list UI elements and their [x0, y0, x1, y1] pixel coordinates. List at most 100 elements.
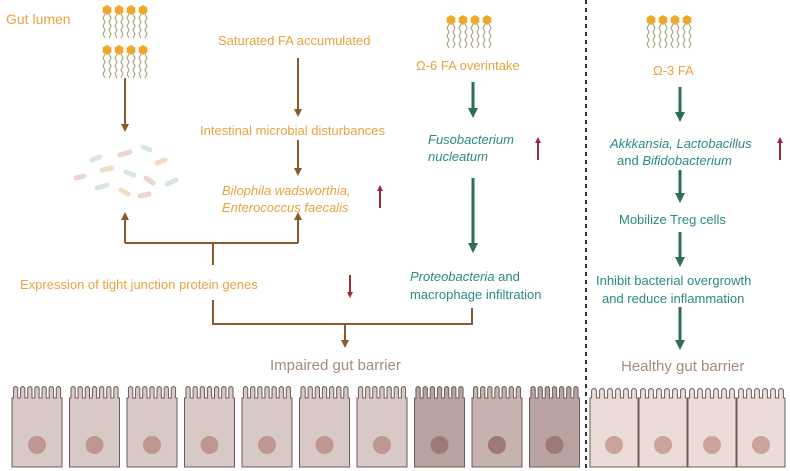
lipid-tail — [120, 53, 124, 79]
inhibit-label-line2: and reduce inflammation — [602, 291, 745, 306]
proteobacteria-and: and — [494, 269, 520, 284]
impaired-barrier-label: Impaired gut barrier — [270, 357, 401, 374]
lipid-tail — [126, 13, 130, 39]
lipid-head — [126, 45, 136, 55]
cell-nucleus — [258, 436, 276, 454]
healthy-barrier-label: Healthy gut barrier — [621, 358, 745, 375]
proteobacteria-name: Proteobacteria — [410, 269, 495, 284]
tight-junction-label: Expression of tight junction protein gen… — [20, 277, 258, 292]
akkermansia-label: Akkkansia, Lactobacillus — [610, 136, 752, 151]
epithelial-cell — [529, 386, 580, 468]
epithelial-cell — [126, 386, 178, 468]
lipid-tail — [464, 23, 468, 49]
omega6-label: Ω-6 FA overintake — [416, 58, 520, 73]
lipid-head — [126, 5, 136, 15]
inhibit-label-line1: Inhibit bacterial overgrowth — [596, 273, 752, 288]
epithelial-cell — [736, 388, 786, 468]
cell-nucleus — [703, 436, 721, 454]
lipid-tail — [452, 23, 456, 49]
omega3-fa-lipid-icon — [646, 15, 692, 49]
lipid-tail — [108, 53, 112, 79]
lipid-head — [138, 5, 148, 15]
cell-nucleus — [430, 436, 449, 454]
cell-nucleus — [85, 436, 104, 454]
lipid-tail — [652, 23, 656, 49]
lipid-head — [658, 15, 668, 25]
healthy-epithelium — [589, 388, 786, 468]
lipid-tail — [120, 13, 124, 39]
cell-nucleus — [752, 436, 770, 454]
epithelial-cell — [471, 386, 523, 468]
omega6-fa-lipid-icon — [446, 15, 492, 49]
lipid-head — [138, 45, 148, 55]
lipid-tail — [132, 53, 136, 79]
bifido-name: Bifidobacterium — [642, 153, 732, 168]
lipid-head — [114, 45, 124, 55]
macrophage-label: macrophage infiltration — [410, 287, 542, 302]
cell-nucleus — [545, 436, 564, 454]
epithelial-cell — [356, 386, 408, 468]
epithelial-cell — [184, 386, 235, 468]
bifido-and: and — [617, 153, 643, 168]
epithelial-cell — [414, 386, 465, 468]
lipid-tail — [446, 23, 450, 49]
epithelial-cell — [241, 386, 293, 468]
cell-nucleus — [654, 436, 672, 454]
lipid-head — [458, 15, 468, 25]
lipid-head — [470, 15, 480, 25]
lipid-tail — [114, 13, 118, 39]
fork-connector — [124, 218, 299, 265]
lipid-tail — [664, 23, 668, 49]
epithelial-cell — [687, 388, 737, 468]
lipid-tail — [676, 23, 680, 49]
lipid-head — [114, 5, 124, 15]
cell-nucleus — [488, 436, 506, 454]
lipid-tail — [132, 13, 136, 39]
lipid-tail — [114, 53, 118, 79]
epithelial-cell — [69, 386, 120, 468]
cell-nucleus — [200, 436, 219, 454]
epithelial-cell — [299, 386, 350, 468]
proteobacteria-label: Proteobacteria and — [410, 268, 520, 285]
lipid-tail — [476, 23, 480, 49]
lipid-tail — [458, 23, 462, 49]
epithelial-cell — [638, 388, 688, 468]
saturated-fa-lipid-icon-top — [102, 5, 148, 39]
saturated-fa-lipid-icon-bottom — [102, 45, 148, 79]
lipid-head — [682, 15, 692, 25]
epithelial-cell — [11, 386, 63, 468]
cell-nucleus — [315, 436, 334, 454]
lipid-head — [646, 15, 656, 25]
lipid-tail — [646, 23, 650, 49]
bilophila-label: Bilophila wadsworthia, — [222, 183, 351, 198]
lipid-tail — [670, 23, 674, 49]
lipid-head — [102, 5, 112, 15]
epithelial-cell — [589, 388, 639, 468]
lipid-tail — [688, 23, 692, 49]
omega3-label: Ω-3 FA — [653, 63, 694, 78]
lipid-tail — [108, 13, 112, 39]
cell-nucleus — [605, 436, 623, 454]
lipid-tail — [658, 23, 662, 49]
lipid-tail — [102, 13, 106, 39]
lipid-tail — [138, 53, 142, 79]
lipid-head — [446, 15, 456, 25]
cell-nucleus — [28, 436, 46, 454]
enterococcus-label: Enterococcus faecalis — [222, 200, 349, 215]
treg-label: Mobilize Treg cells — [619, 212, 726, 227]
lipid-tail — [102, 53, 106, 79]
lipid-head — [670, 15, 680, 25]
lipid-tail — [144, 53, 148, 79]
lipid-tail — [470, 23, 474, 49]
lipid-tail — [482, 23, 486, 49]
lipid-tail — [138, 13, 142, 39]
lipid-tail — [682, 23, 686, 49]
cell-nucleus — [143, 436, 161, 454]
lipid-head — [482, 15, 492, 25]
bifido-label: and Bifidobacterium — [617, 152, 732, 169]
lipid-tail — [488, 23, 492, 49]
gut-lumen-label: Gut lumen — [6, 11, 71, 27]
microbial-disturbance-label: Intestinal microbial disturbances — [200, 123, 385, 138]
saturated-fa-label: Saturated FA accumulated — [218, 33, 371, 48]
